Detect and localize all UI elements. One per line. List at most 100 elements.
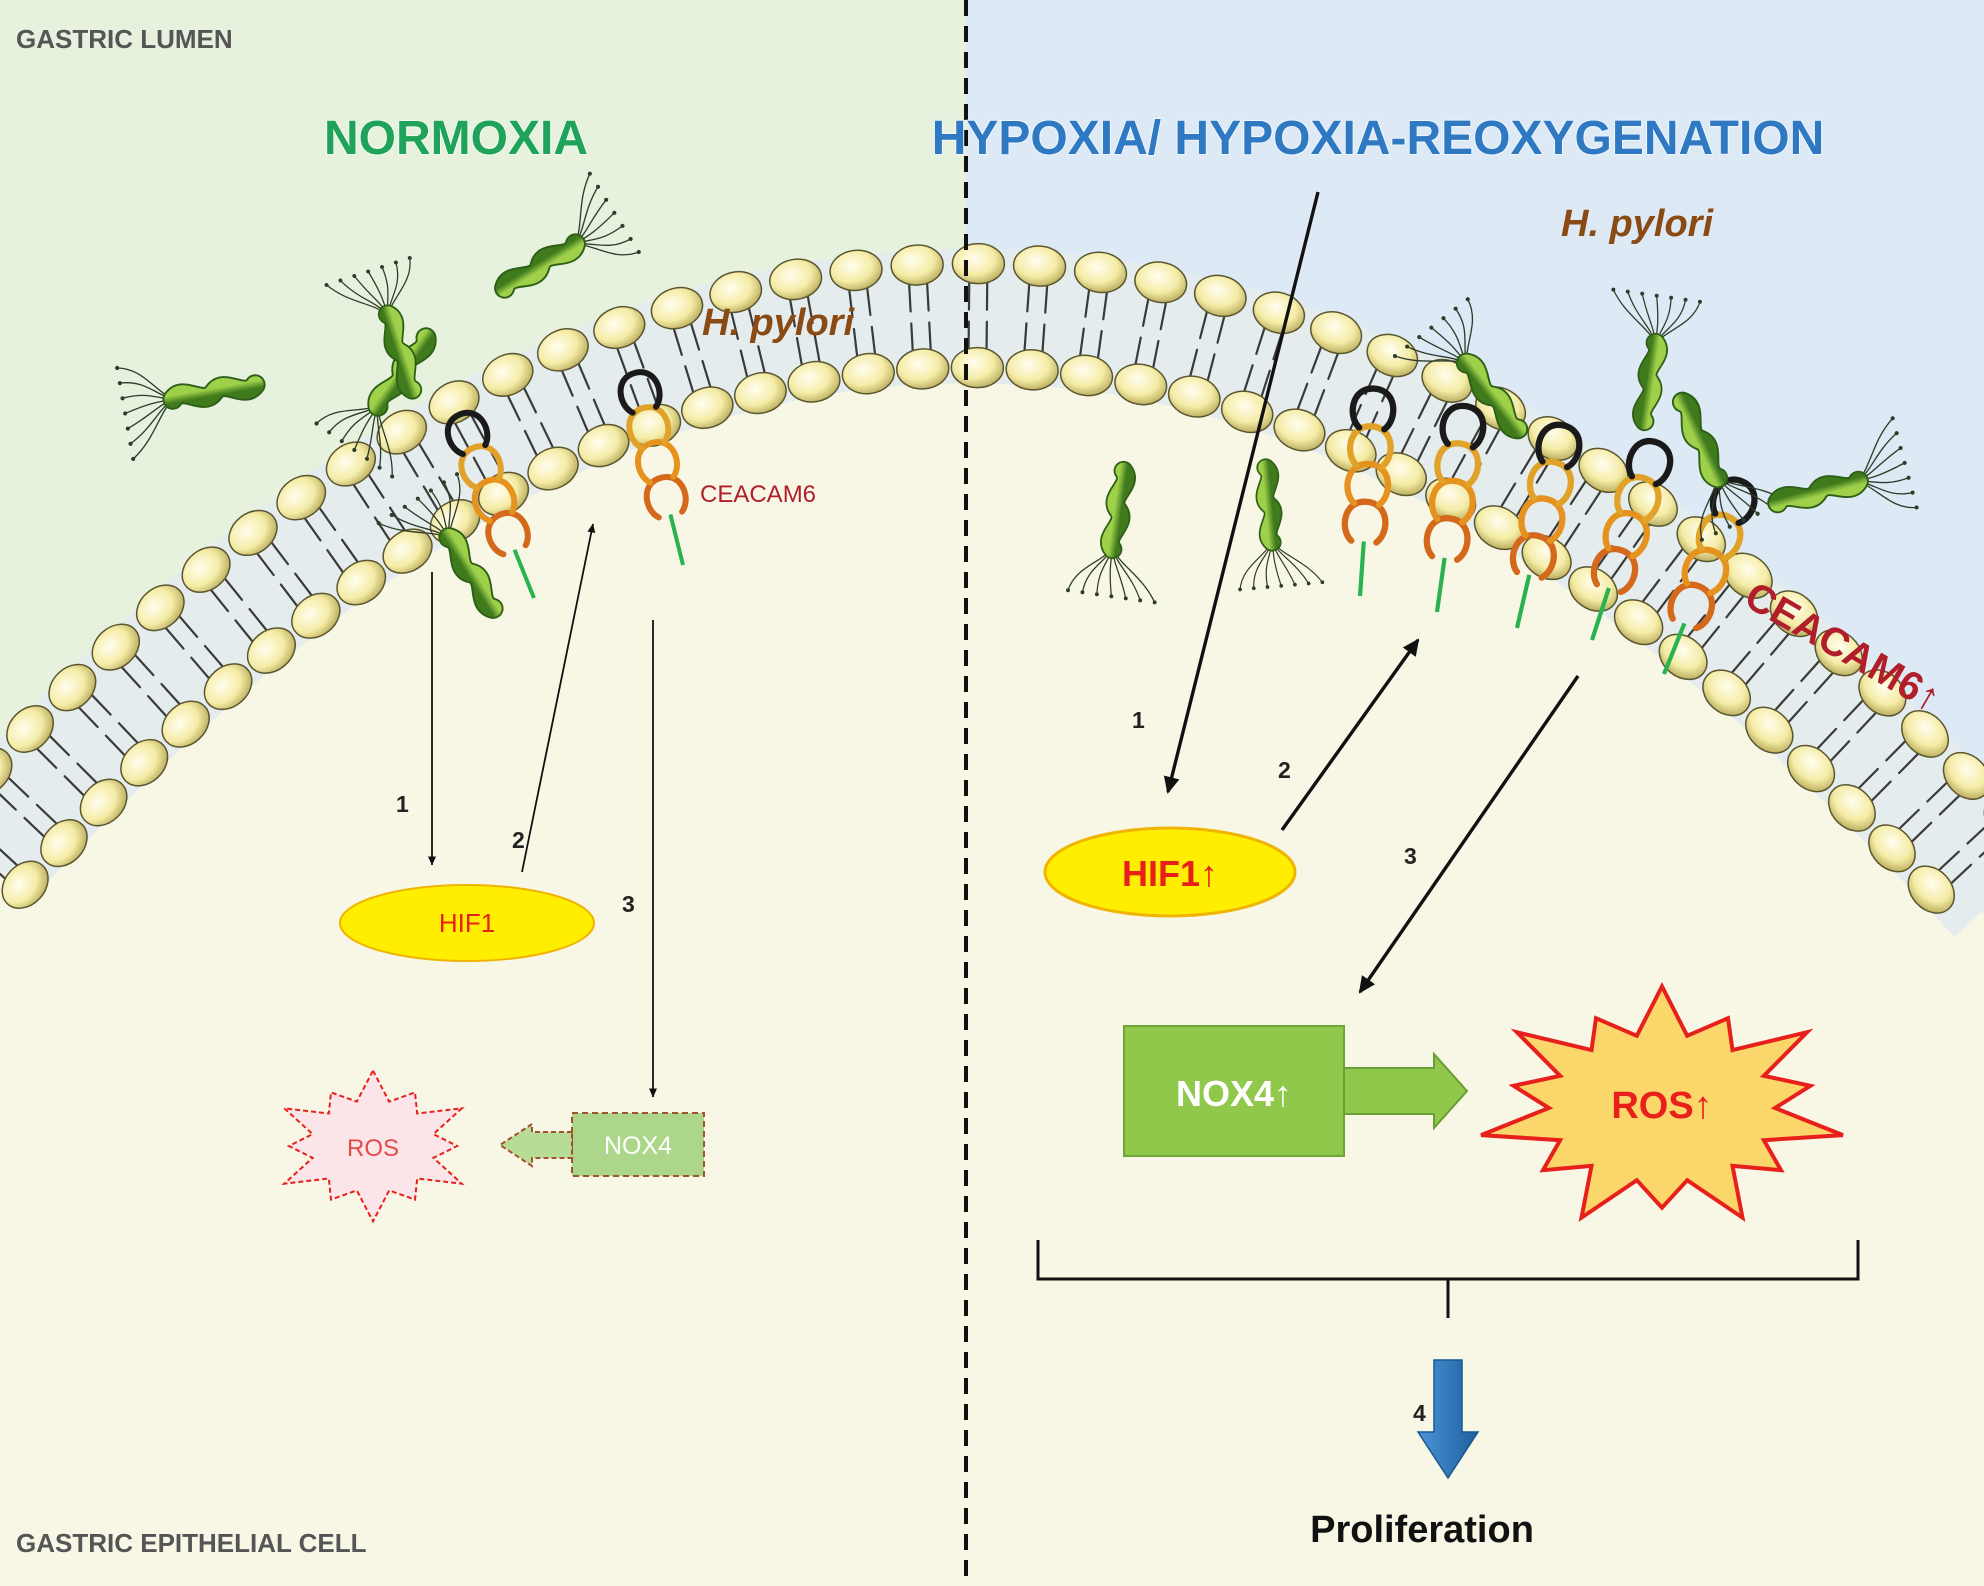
lipid-head [1702, 669, 1752, 717]
hypoxia-hif1-label: HIF1↑ [1122, 853, 1218, 894]
lipid-head [1273, 408, 1326, 452]
hypoxia-hif1 [1043, 826, 1297, 918]
normoxia-ceacam6-label: CEACAM6 [700, 481, 816, 508]
hpylori-bacterium [115, 365, 266, 462]
ceacam6-receptor [1662, 476, 1758, 675]
lipid-head [1613, 599, 1664, 646]
lipid-head [1167, 375, 1221, 418]
lipid-head [1310, 311, 1363, 355]
lipid-head [787, 360, 841, 403]
lipid-head [336, 559, 387, 606]
ceacam6-receptors [444, 369, 1758, 675]
lipid-head [276, 474, 327, 521]
lipid-head [895, 348, 950, 390]
hpylori-bacterium [324, 256, 423, 400]
lipid-head [1769, 590, 1819, 638]
ceacam6-receptor [444, 409, 536, 599]
lipid-head [246, 627, 296, 674]
lipid-head [40, 819, 88, 868]
lipid-head [382, 528, 433, 574]
lipid-head [1745, 706, 1794, 754]
hypoxia-arrow-3 [1358, 675, 1580, 994]
lipid-head [1012, 245, 1067, 287]
lipid-head [1005, 349, 1059, 391]
lipid-head [91, 623, 141, 671]
lipid-head [1942, 751, 1984, 800]
ceacam6-receptor [1423, 402, 1487, 613]
hpylori-bacterium [1392, 297, 1529, 440]
lipid-head [1114, 363, 1168, 406]
lipid-head [1134, 261, 1188, 304]
normoxia-nox4 [571, 1112, 705, 1177]
lipid-head [48, 663, 97, 712]
lipid-head [769, 258, 823, 301]
normoxia-title: NORMOXIA [324, 112, 588, 165]
normoxia-hpylori-label: H. pylori [702, 302, 855, 344]
lipid-head [376, 409, 428, 455]
hypoxia-nox4-to-ros-arrow [1343, 1051, 1469, 1131]
hypoxia-arrow-2 [1280, 638, 1420, 831]
lipid-head [203, 663, 253, 711]
hypoxia-nox4-label: NOX4↑ [1176, 1073, 1292, 1114]
lipid-head [120, 738, 169, 787]
lipid-head [1901, 710, 1949, 758]
lipid-head [951, 242, 1006, 285]
lipid-head [890, 244, 944, 286]
hpylori-bacterium [1611, 287, 1702, 432]
normoxia-nox4-label: NOX4 [604, 1132, 672, 1160]
lipid-head [709, 270, 763, 314]
hypoxia-nox4 [1123, 1025, 1345, 1157]
lipid-head [1, 860, 49, 909]
lipid-head [536, 328, 589, 372]
hpylori-bacterium [1066, 460, 1157, 605]
lipid-head [228, 509, 278, 557]
lipid-head [1059, 354, 1114, 397]
lipid-head [325, 441, 376, 487]
proliferation-label: Proliferation [1310, 1509, 1534, 1551]
normoxia-step-2: 2 [512, 827, 525, 853]
normoxia-hif1 [339, 884, 595, 962]
lipid-head [0, 747, 13, 796]
lipid-head [135, 584, 185, 632]
lipid-head [1827, 784, 1876, 832]
lipid-head [1193, 274, 1247, 318]
gastric-lumen-label: GASTRIC LUMEN [16, 24, 233, 54]
lipid-head [482, 352, 534, 397]
hypoxia-title: HYPOXIA/ HYPOXIA-REOXYGENATION [932, 112, 1825, 165]
lipid-head [1073, 251, 1128, 294]
hypoxia-arrow-1 [1163, 191, 1320, 794]
lipid-head [841, 352, 895, 395]
lipid-head [1858, 669, 1907, 717]
lipid-head [1907, 865, 1955, 914]
normoxia-arrow-2 [521, 523, 596, 873]
lipid-head [593, 305, 646, 350]
ceacam6-receptor [1341, 385, 1397, 597]
gastric-epithelial-cell-label: GASTRIC EPITHELIAL CELL [16, 1528, 367, 1558]
normoxia-step-1: 1 [396, 791, 409, 817]
hypoxia-step-4: 4 [1413, 1400, 1426, 1426]
normoxia-hif1-label: HIF1 [439, 908, 495, 938]
hpylori-bacterium [494, 171, 641, 299]
lipid-head [1658, 633, 1708, 681]
lipid-head [681, 386, 734, 430]
hypoxia-hpylori-label: H. pylori [1561, 203, 1714, 245]
ceacam6-receptor [617, 369, 689, 566]
hypoxia-ros [1480, 981, 1844, 1222]
lipid-head [161, 700, 210, 748]
lipid-head [291, 592, 341, 639]
lipid-head [1521, 534, 1572, 581]
hpylori-bacterium [376, 472, 504, 619]
hypoxia-ros-label: ROS↑ [1611, 1085, 1712, 1127]
hpylori-bacterium [1671, 391, 1788, 542]
normoxia-pathway: 1 2 3 HIF1 NOX4 ROS [281, 523, 705, 1224]
lipid-head [1786, 744, 1836, 793]
lipid-head [79, 778, 128, 827]
ceacam6-receptor [1509, 421, 1583, 629]
lipid-head [733, 371, 787, 415]
lipid-head [1366, 333, 1419, 378]
hypoxia-step-1: 1 [1132, 707, 1145, 733]
lipid-head [577, 423, 630, 468]
effects-bracket [1036, 1240, 1860, 1318]
